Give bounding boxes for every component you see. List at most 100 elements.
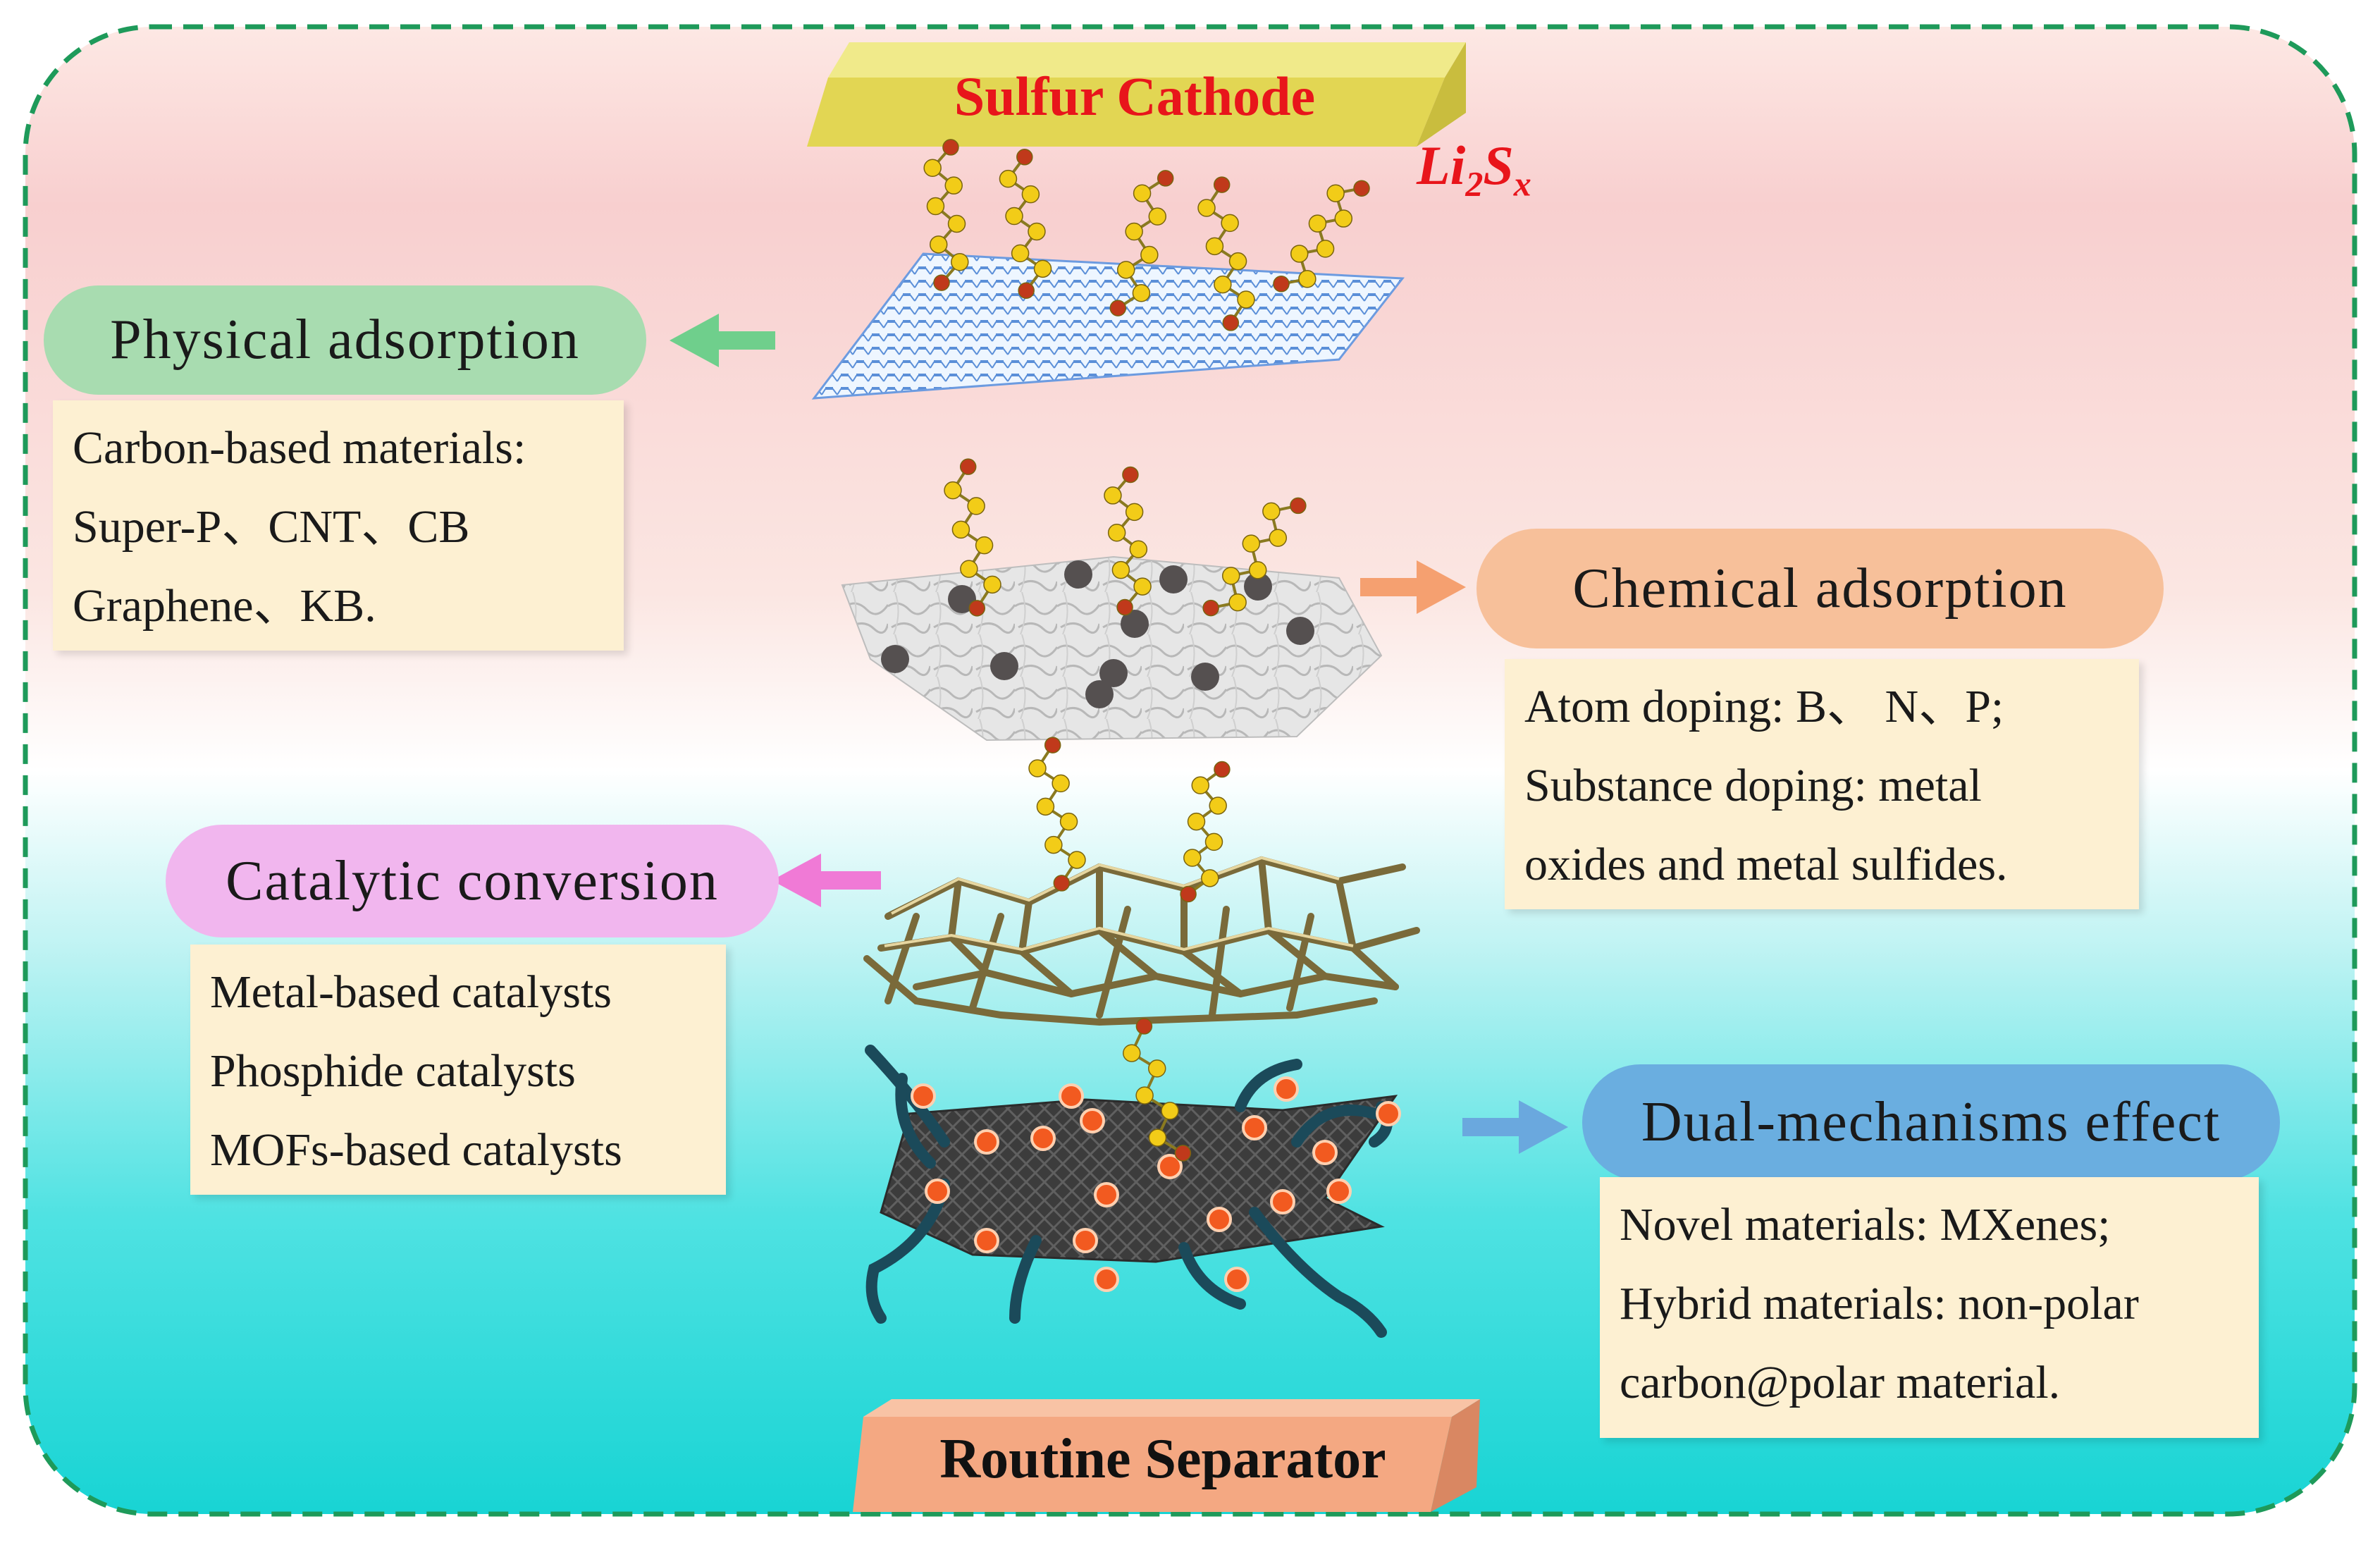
sulfur-atom	[1221, 567, 1240, 585]
sulfur-atom	[1308, 214, 1327, 233]
sulfur-atom	[944, 176, 963, 195]
sulfur-atom	[1326, 184, 1345, 202]
dopant-atom	[1286, 617, 1314, 645]
arrow-to-catalytic-conversion	[772, 854, 881, 907]
sulfur-atom	[1011, 244, 1030, 263]
sulfur-atom	[1123, 1044, 1141, 1062]
polysulfide-li: Li	[1417, 135, 1466, 196]
sulfur-atom	[1214, 275, 1232, 294]
arrow-to-physical-adsorption	[670, 314, 775, 367]
sulfur-atom	[1021, 185, 1040, 204]
dopant-atom	[1064, 560, 1092, 589]
lithium-atom	[1290, 497, 1307, 515]
sulfur-atom	[1104, 486, 1122, 505]
sulfur-cathode-plate	[807, 42, 1466, 147]
chemical-adsorption-line-1: Atom doping: B、 N、P;	[1524, 681, 2004, 732]
arrow-to-chemical-adsorption	[1360, 560, 1466, 614]
sulfur-atom	[1147, 1059, 1166, 1078]
polar-site	[1059, 1083, 1084, 1109]
sulfur-atom	[1298, 270, 1317, 288]
polar-site	[974, 1228, 999, 1253]
lithium-atom	[1180, 885, 1197, 903]
arrow-to-dual-mechanisms	[1462, 1100, 1568, 1154]
sulfur-atom	[1262, 502, 1281, 521]
sulfur-atom	[1269, 529, 1288, 547]
polar-site	[1242, 1115, 1267, 1140]
lithium-atom	[1157, 170, 1174, 187]
dopant-atom	[990, 652, 1018, 680]
catalytic-conversion-line-2: Phosphide catalysts	[210, 1045, 576, 1097]
dopant-atom	[1085, 680, 1114, 708]
sulfur-atom	[1204, 832, 1223, 851]
sulfur-atom	[967, 497, 985, 515]
lithium-atom	[1213, 176, 1231, 193]
sulfur-atom	[923, 159, 942, 177]
lithium-atom	[942, 139, 959, 156]
frame-border	[23, 24, 2357, 1517]
lithium-atom	[1044, 737, 1061, 754]
polar-site	[925, 1179, 950, 1204]
chemical-adsorption-title: Chemical adsorption	[1476, 529, 2164, 648]
sulfur-atom	[1135, 1086, 1154, 1105]
lithium-atom	[1214, 761, 1231, 778]
lithium-atom	[1016, 149, 1033, 166]
sulfur-atom	[1052, 774, 1070, 793]
sulfur-atom	[1161, 1102, 1179, 1120]
lithium-atom	[1222, 314, 1240, 331]
catalytic-conversion-line-1: Metal-based catalysts	[210, 966, 612, 1018]
polysulfide-s: S	[1483, 135, 1514, 196]
sulfur-atom	[951, 253, 969, 271]
dual-mechanisms-line-3: carbon@polar material.	[1620, 1357, 2061, 1408]
catalytic-conversion-title: Catalytic conversion	[166, 825, 779, 937]
polar-site	[1270, 1189, 1295, 1214]
routine-separator-plate	[853, 1399, 1480, 1512]
sulfur-atom	[1205, 237, 1224, 256]
lithium-atom	[968, 600, 986, 617]
physical-adsorption-line-3: Graphene、KB.	[73, 580, 376, 632]
physical-adsorption-line-2: Super-P、CNT、CB	[73, 501, 470, 553]
lithium-atom	[1273, 276, 1290, 293]
sulfur-atom	[1125, 222, 1143, 241]
sulfur-atom	[1132, 283, 1151, 302]
sulfur-atom	[1237, 290, 1255, 309]
polar-site	[1312, 1140, 1338, 1165]
sulfur-atom	[1036, 797, 1055, 816]
sulfur-atom	[1316, 240, 1335, 258]
sulfur-atom	[1044, 835, 1063, 854]
lithium-atom	[1202, 599, 1219, 617]
catalytic-conversion-box: Metal-based catalysts Phosphide catalyst…	[190, 945, 726, 1195]
polar-site	[1073, 1228, 1098, 1253]
physical-adsorption-box: Carbon-based materials: Super-P、CNT、CB G…	[53, 400, 624, 651]
sulfur-atom	[960, 560, 978, 578]
sulfur-atom	[1033, 259, 1052, 278]
sulfur-atom	[1140, 245, 1159, 264]
sulfur-atom	[1129, 540, 1148, 558]
lithium-atom	[1122, 466, 1139, 484]
dopant-atom	[1099, 659, 1128, 687]
sulfur-atom	[1290, 245, 1309, 263]
polar-site	[1326, 1179, 1352, 1204]
sulfur-atom	[951, 520, 970, 539]
lithium-atom	[1018, 282, 1035, 299]
lithium-atom	[959, 458, 977, 475]
lithium-atom	[1135, 1018, 1153, 1035]
dual-mechanisms-box: Novel materials: MXenes; Hybrid material…	[1600, 1177, 2259, 1438]
dopant-atom	[1191, 663, 1219, 691]
lithium-atom	[1109, 300, 1127, 316]
graphene-layer	[811, 252, 1405, 400]
lithium-atom	[1116, 598, 1133, 616]
polar-sites	[911, 1076, 1401, 1292]
sulfur-atom	[1116, 261, 1135, 279]
dual-mechanisms-line-1: Novel materials: MXenes;	[1620, 1199, 2111, 1250]
polar-site	[1224, 1267, 1250, 1292]
sulfur-atom	[1133, 577, 1152, 596]
sulfur-atom	[1028, 222, 1046, 241]
sulfur-cathode-label: Sulfur Cathode	[954, 66, 1316, 127]
sulfur-atom	[930, 235, 948, 254]
sulfur-atom	[1059, 812, 1078, 831]
sulfur-atom	[1107, 524, 1126, 542]
sulfur-atom	[1133, 184, 1152, 203]
dopant-atom	[1159, 565, 1188, 593]
sulfur-atom	[1125, 503, 1144, 522]
chemical-adsorption-line-3: oxides and metal sulfides.	[1524, 839, 2008, 890]
